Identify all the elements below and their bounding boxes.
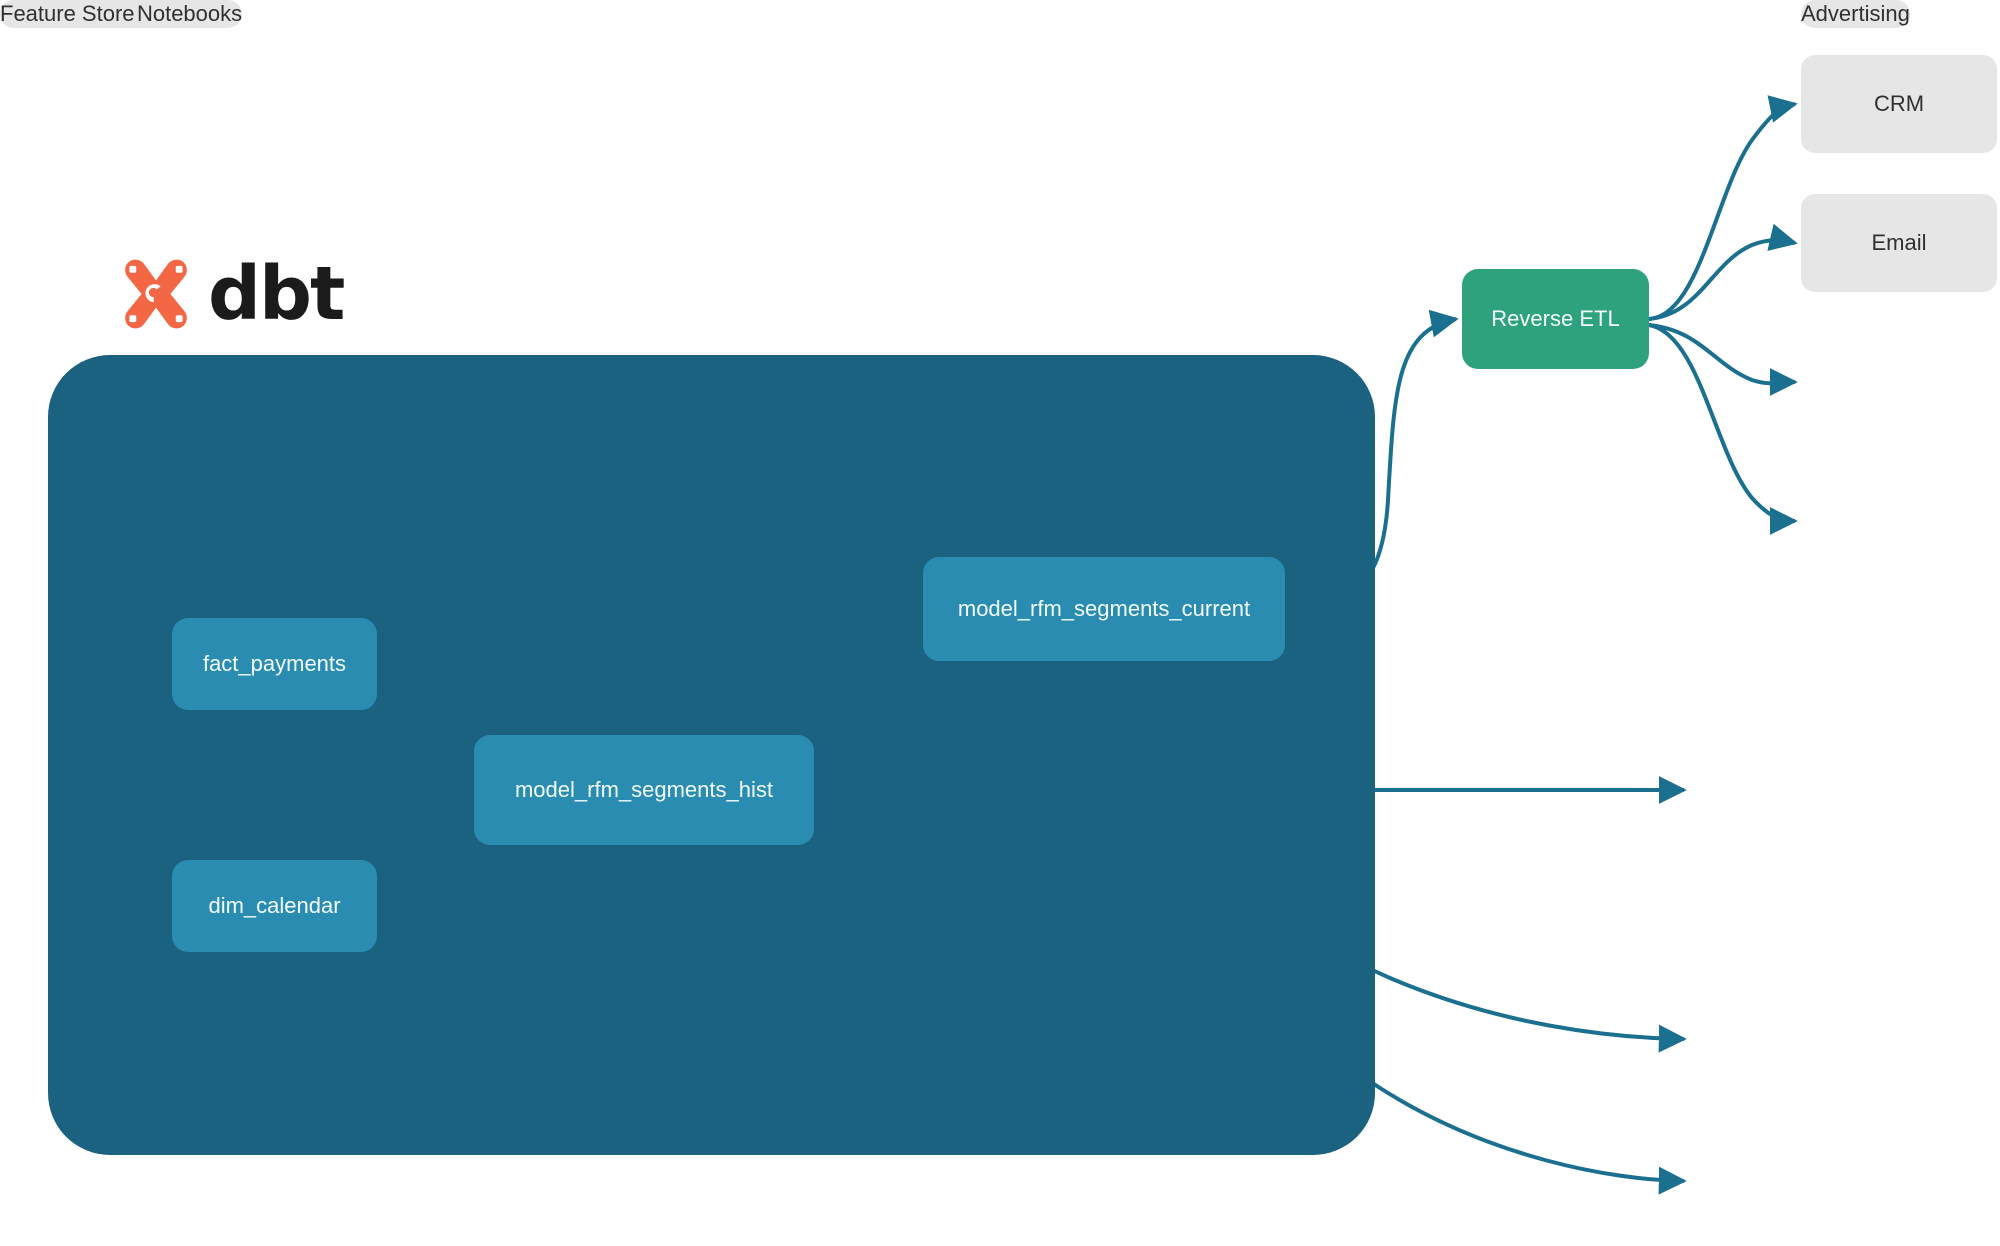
node-email[interactable]: Email	[1801, 194, 1997, 292]
node-advertising[interactable]: Advertising	[1801, 0, 1910, 28]
edge-reverse-etl-to-sms-push	[1648, 323, 1798, 535]
edge-reverse-etl-to-email	[1648, 223, 1798, 321]
node-dim-calendar[interactable]: dim_calendar	[172, 860, 377, 952]
edge-reverse-etl-to-advertising	[1648, 323, 1798, 397]
edge-reverse-etl-to-crm	[1648, 95, 1798, 321]
node-model-rfm-segments-current[interactable]: model_rfm_segments_current	[923, 557, 1285, 661]
node-model-rfm-segments-hist[interactable]: model_rfm_segments_hist	[474, 735, 814, 845]
node-crm[interactable]: CRM	[1801, 55, 1997, 153]
node-feature-store[interactable]: Feature Store	[0, 0, 135, 28]
dbt-logo-icon	[125, 259, 187, 329]
node-reverse-etl[interactable]: Reverse ETL	[1462, 269, 1649, 369]
node-fact-payments[interactable]: fact_payments	[172, 618, 377, 710]
dbt-brand: dbt	[118, 251, 345, 337]
dbt-wordmark: dbt	[208, 251, 345, 337]
